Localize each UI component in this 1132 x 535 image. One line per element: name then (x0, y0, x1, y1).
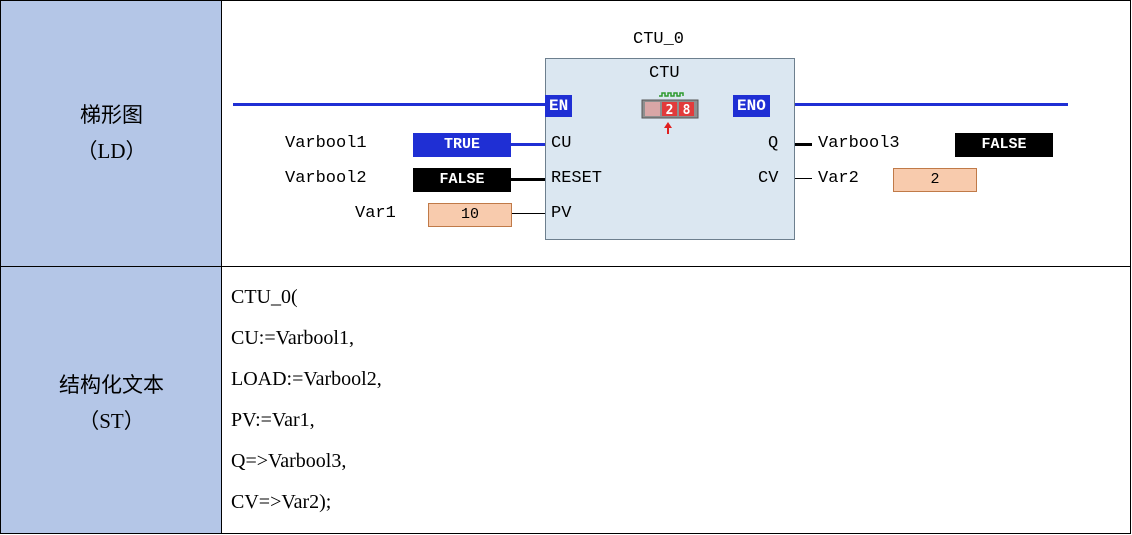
ld-label: 梯形图 (80, 103, 143, 127)
reset-wire (511, 178, 545, 181)
pin-cu: CU (551, 134, 572, 153)
pin-eno: ENO (733, 95, 770, 117)
ld-sublabel: （LD） (76, 139, 147, 163)
cu-variable[interactable]: Varbool1 (285, 134, 367, 153)
st-line: CV=>Var2); (231, 491, 332, 513)
st-line: LOAD:=Varbool2, (231, 368, 382, 390)
row-divider (1, 266, 1130, 267)
st-label: 结构化文本 (59, 373, 164, 397)
instance-name: CTU_0 (633, 30, 685, 49)
st-line: CU:=Varbool1, (231, 327, 354, 349)
st-line: CTU_0( (231, 286, 298, 308)
st-sublabel: （ST） (78, 409, 145, 433)
pv-variable[interactable]: Var1 (355, 204, 396, 223)
counter-icon: 2 8 (641, 92, 699, 134)
pv-value-badge: 10 (428, 203, 512, 227)
pin-en: EN (545, 95, 573, 117)
pin-q: Q (768, 134, 779, 153)
q-variable[interactable]: Varbool3 (818, 134, 900, 153)
cv-wire (795, 178, 812, 179)
reset-value-badge: FALSE (413, 168, 511, 192)
q-value-badge: FALSE (955, 133, 1053, 157)
function-block[interactable] (545, 58, 795, 240)
st-line: Q=>Varbool3, (231, 450, 347, 472)
pin-reset: RESET (551, 169, 603, 188)
left-power-rail (233, 103, 545, 106)
cu-value-badge: TRUE (413, 133, 511, 157)
cu-wire (511, 143, 545, 146)
pin-cv: CV (758, 169, 779, 188)
right-power-rail (795, 103, 1068, 106)
block-type: CTU (649, 64, 680, 83)
label-column (1, 1, 222, 533)
counter-digit-tens: 2 (666, 103, 674, 118)
counter-digit-ones: 8 (683, 103, 691, 118)
reset-variable[interactable]: Varbool2 (285, 169, 367, 188)
st-row-label: 结构化文本 （ST） (1, 367, 222, 439)
pin-pv: PV (551, 204, 572, 223)
pv-wire (512, 213, 545, 214)
st-line: PV:=Var1, (231, 409, 315, 431)
cv-value-badge: 2 (893, 168, 977, 192)
ld-row-label: 梯形图 （LD） (1, 97, 222, 169)
cv-variable[interactable]: Var2 (818, 169, 859, 188)
q-wire (795, 143, 812, 146)
